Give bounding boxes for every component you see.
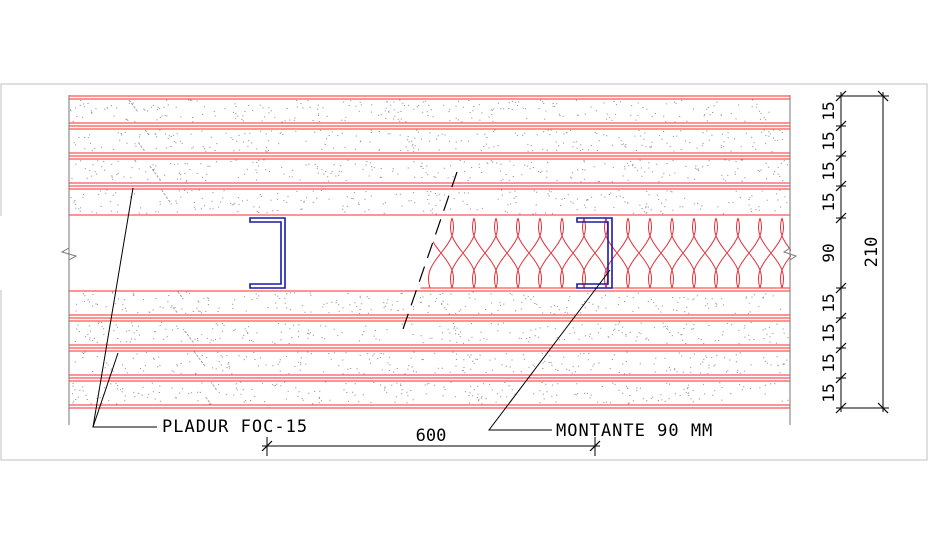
layer-tick xyxy=(835,282,847,294)
layer-dimension-label: 15 xyxy=(819,293,838,312)
board-layer xyxy=(69,287,790,316)
board-speckle xyxy=(73,129,784,153)
layer-tick xyxy=(835,372,847,384)
layer-tick xyxy=(835,212,847,224)
layer-dimension-label: 15 xyxy=(819,192,838,211)
layer-dimension-label: 15 xyxy=(819,131,838,150)
board-speckle xyxy=(74,321,789,345)
board-speckle xyxy=(71,381,789,405)
layer-tick xyxy=(835,90,847,102)
board-layer xyxy=(69,377,790,406)
plasterboard-layers xyxy=(69,95,790,409)
board-speckle xyxy=(70,189,788,215)
board-layer xyxy=(69,347,790,376)
stud-leader xyxy=(487,269,611,431)
layer-dimension-label: 15 xyxy=(819,101,838,120)
board-speckle xyxy=(71,159,788,183)
spacing-tick-left xyxy=(261,440,273,452)
layer-tick xyxy=(835,120,847,132)
board-speckle xyxy=(70,99,770,123)
layer-tick xyxy=(835,150,847,162)
spacing-tick-right xyxy=(589,440,601,452)
total-tick-bottom xyxy=(877,402,889,414)
cavity-clear xyxy=(0,216,440,290)
stud-left xyxy=(249,217,286,289)
layer-dimension-label: 90 xyxy=(819,243,838,262)
total-dimension: 210 xyxy=(862,237,882,268)
total-tick-top xyxy=(877,90,889,102)
board-layer xyxy=(69,95,790,124)
board-layer xyxy=(69,317,790,346)
layer-tick xyxy=(835,312,847,324)
board-leader-2 xyxy=(92,352,119,428)
board-speckle xyxy=(75,291,782,315)
insulation xyxy=(427,218,791,288)
layer-dimension-label: 15 xyxy=(819,383,838,402)
board-label: PLADUR FOC-15 xyxy=(162,417,308,437)
board-speckle xyxy=(74,351,788,375)
layer-tick xyxy=(835,180,847,192)
layer-dimension-label: 15 xyxy=(819,323,838,342)
layer-tick xyxy=(835,342,847,354)
stud-right xyxy=(576,217,613,289)
layer-dimension-label: 15 xyxy=(819,353,838,372)
board-layer xyxy=(69,125,790,154)
layer-dimensions: 15 15 15 15 90 15 15 15 15 xyxy=(819,90,847,414)
cut-line xyxy=(401,171,458,333)
layer-tick xyxy=(835,402,847,414)
board-layer xyxy=(69,185,790,216)
board-layer xyxy=(69,155,790,184)
stud-label: MONTANTE 90 MM xyxy=(556,421,713,441)
spacing-value: 600 xyxy=(416,426,447,446)
layer-dimension-label: 15 xyxy=(819,161,838,180)
